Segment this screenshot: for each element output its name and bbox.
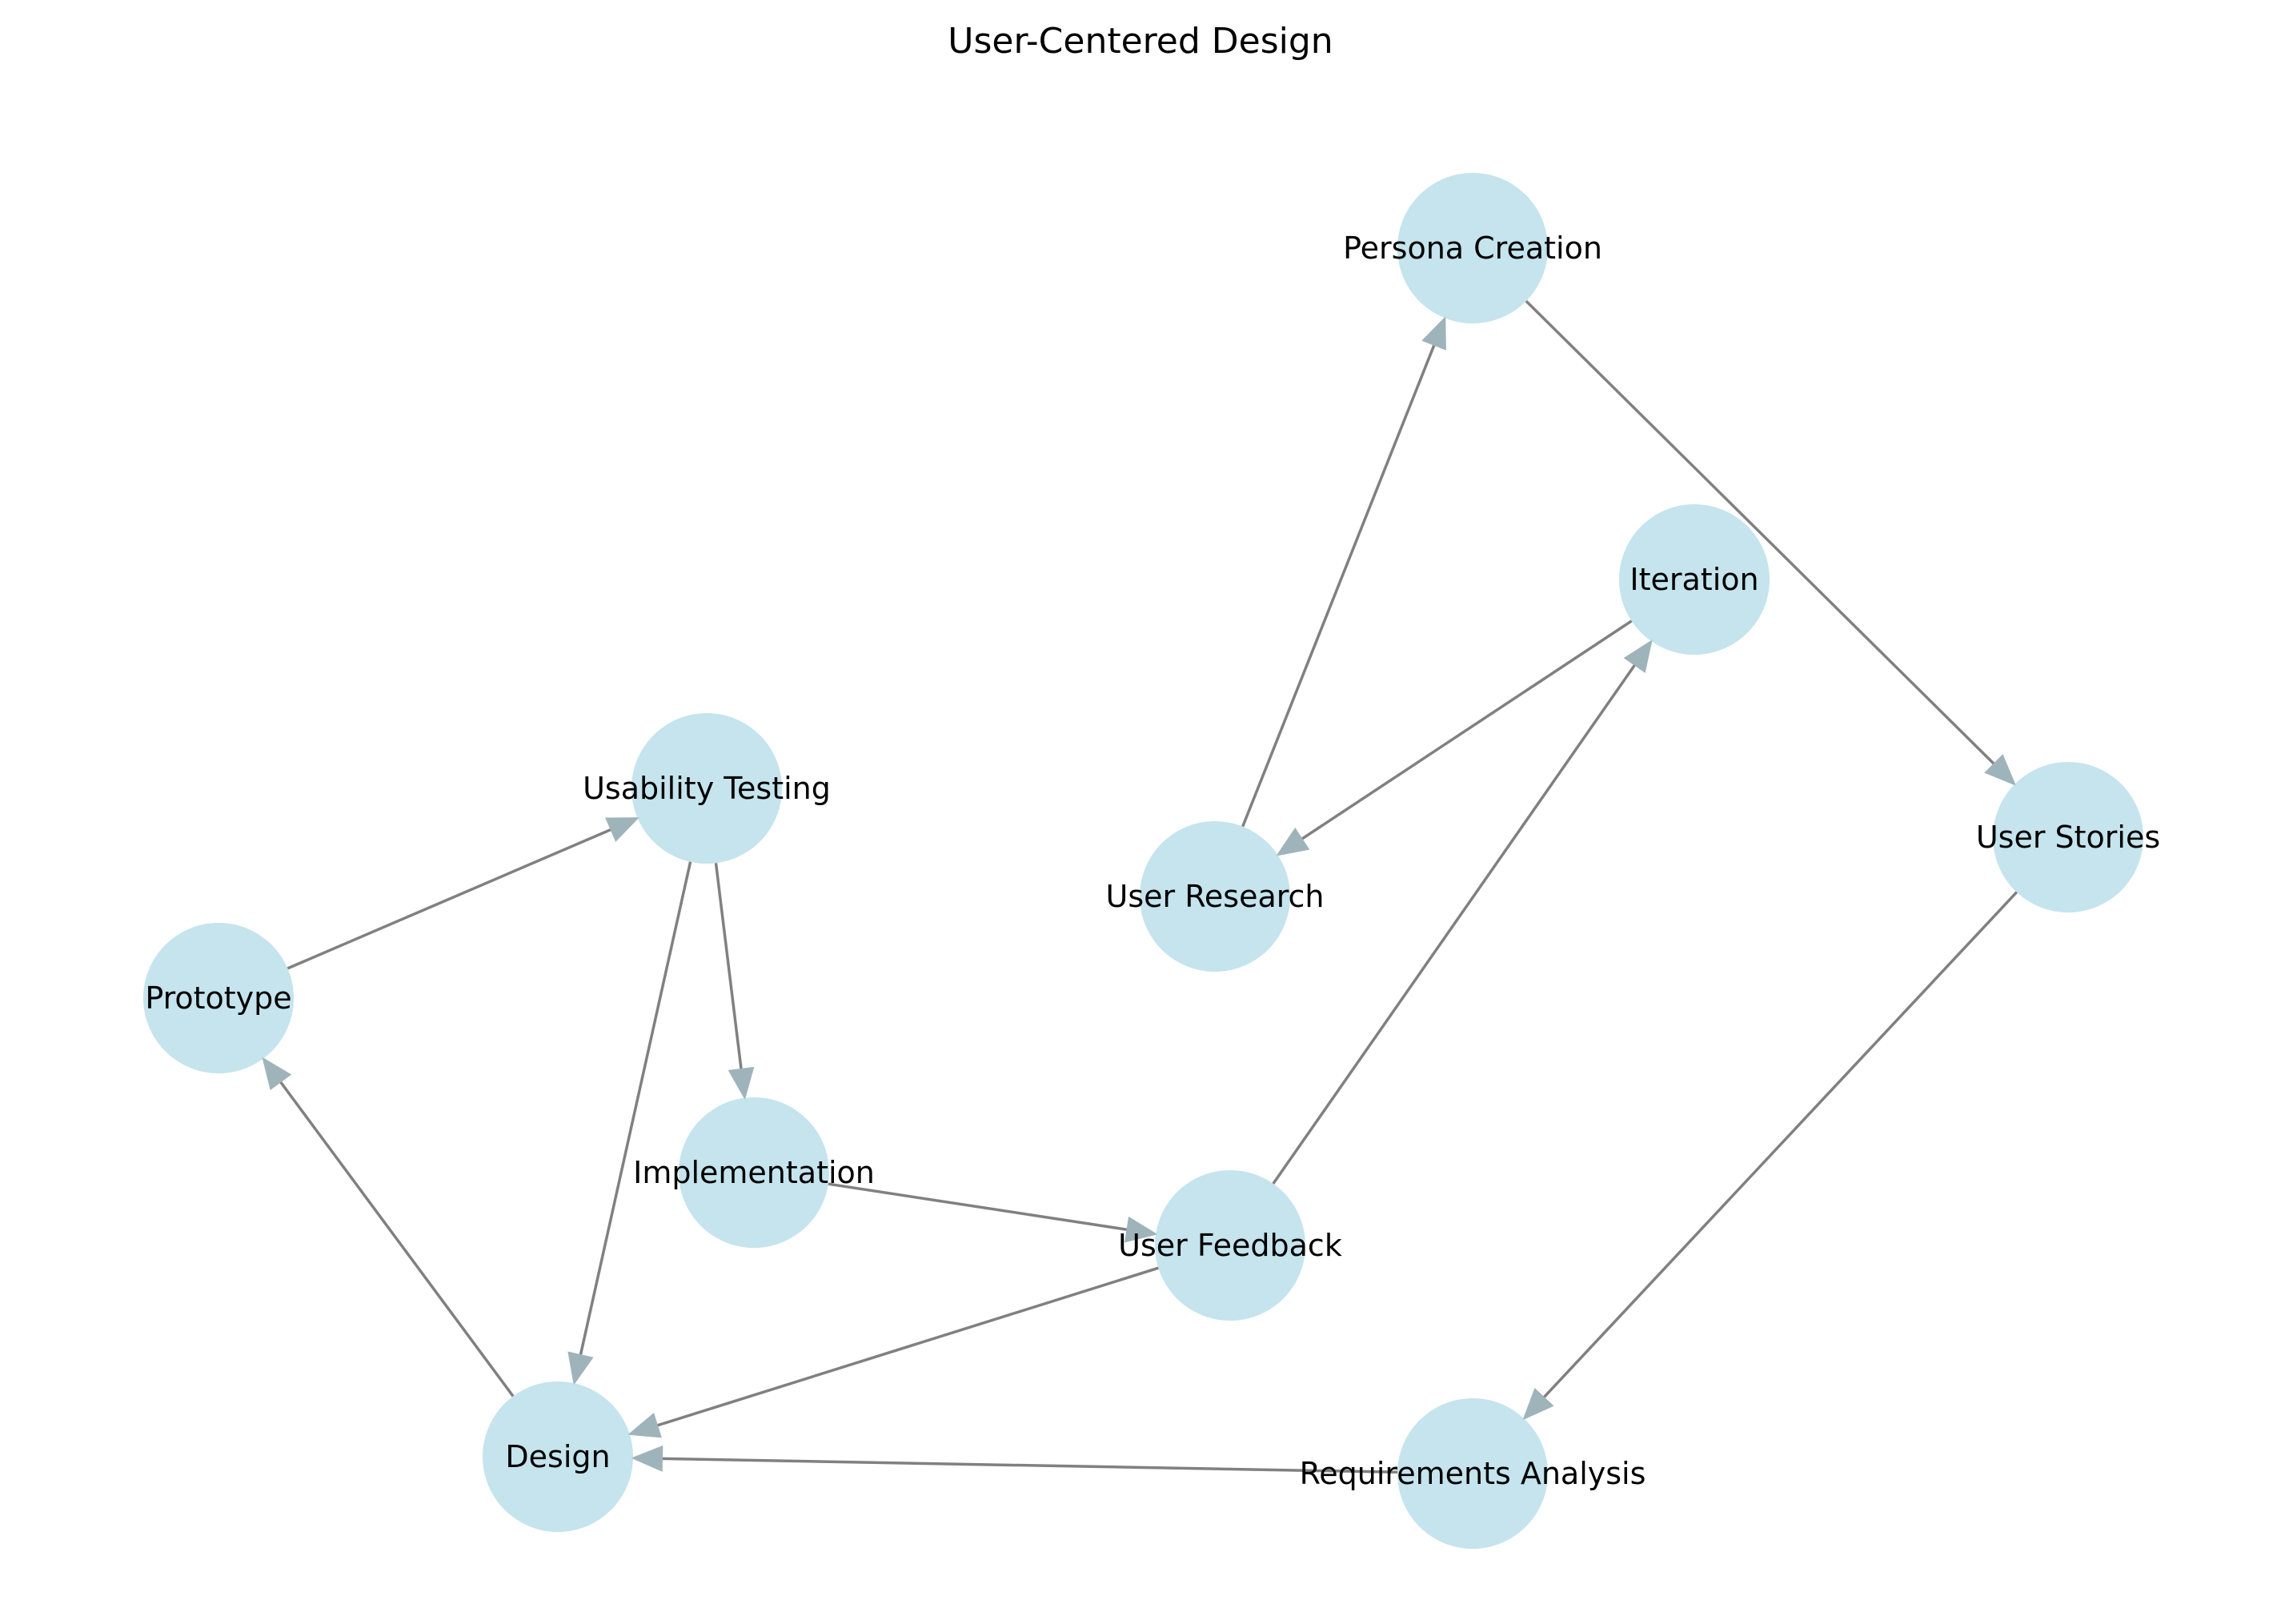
edge-persona_creation-to-user_stories [1525, 299, 2017, 786]
edge-prototype-to-usability_testing [287, 817, 639, 970]
node-user-research [1140, 821, 1290, 972]
edge-arrowhead [262, 1057, 292, 1091]
edge-line [1525, 299, 1995, 765]
edge-user_feedback-to-design [627, 1266, 1159, 1438]
edge-line [279, 1081, 515, 1397]
node-label-user-feedback: User Feedback [1118, 1228, 1342, 1263]
edge-user_stories-to-requirements_analysis [1522, 891, 2018, 1421]
node-label-user-stories: User Stories [1976, 820, 2160, 855]
node-label-user-research: User Research [1106, 879, 1325, 914]
edge-line [1301, 620, 1633, 840]
node-design [483, 1381, 633, 1532]
node-label-design: Design [505, 1439, 610, 1474]
edge-arrowhead [1623, 639, 1653, 673]
edge-user_research-to-persona_creation [1241, 315, 1446, 828]
edge-arrowhead [605, 817, 639, 842]
node-label-implementation: Implementation [633, 1155, 875, 1190]
edge-arrowhead [631, 1445, 663, 1472]
edge-requirements_analysis-to-design [631, 1445, 1398, 1474]
edge-iteration-to-user_research [1276, 620, 1633, 856]
edge-arrowhead [728, 1066, 755, 1101]
edge-arrowhead [1984, 754, 2017, 786]
node-usability-testing [631, 713, 782, 864]
edge-line [1272, 664, 1637, 1185]
edge-line [579, 861, 692, 1356]
node-iteration [1619, 504, 1770, 655]
node-user-stories [1993, 762, 2143, 912]
edge-line [714, 863, 743, 1070]
nodes-layer [143, 173, 2143, 1549]
edge-arrowhead [1276, 827, 1310, 856]
node-requirements-analysis [1397, 1398, 1548, 1549]
node-label-iteration: Iteration [1630, 562, 1758, 597]
node-label-usability-testing: Usability Testing [583, 771, 831, 806]
edge-arrowhead [627, 1412, 662, 1438]
edge-arrowhead [1124, 1216, 1158, 1243]
edge-line [656, 1266, 1159, 1427]
node-persona-creation [1397, 173, 1548, 323]
edge-usability_testing-to-implementation [714, 863, 755, 1101]
edge-line [661, 1457, 1398, 1474]
edge-line [1542, 891, 2018, 1399]
node-label-persona-creation: Persona Creation [1343, 231, 1602, 266]
node-implementation [679, 1097, 829, 1248]
edge-line [1241, 344, 1436, 828]
edge-line [828, 1182, 1128, 1232]
edge-arrowhead [1421, 315, 1446, 351]
node-label-requirements-analysis: Requirements Analysis [1300, 1456, 1646, 1491]
edges-layer [262, 299, 2018, 1474]
edge-implementation-to-user_feedback [828, 1182, 1158, 1243]
edge-line [287, 828, 612, 970]
diagram-title: User-Centered Design [948, 21, 1333, 62]
edge-design-to-prototype [262, 1057, 515, 1397]
node-label-prototype: Prototype [145, 980, 291, 1016]
node-prototype [143, 923, 294, 1073]
edge-user_feedback-to-iteration [1272, 639, 1653, 1185]
edge-arrowhead [567, 1351, 594, 1385]
edge-arrowhead [1522, 1388, 1554, 1421]
edge-usability_testing-to-design [567, 861, 692, 1385]
node-user-feedback [1155, 1170, 1305, 1321]
